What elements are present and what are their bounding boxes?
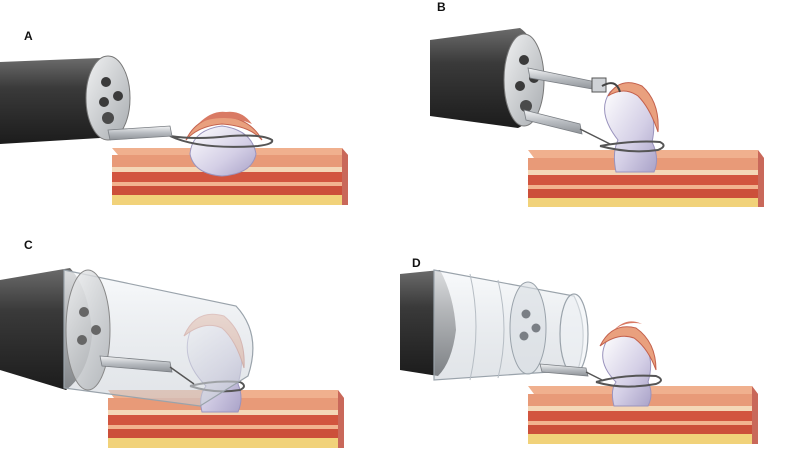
snare-loop-d (595, 374, 662, 388)
snare-catheter-d (539, 363, 603, 381)
lesion-d (599, 321, 657, 407)
panel-b (420, 12, 789, 217)
panel-label-a: A (24, 29, 33, 43)
endoscope-a (0, 55, 131, 144)
snare-catheter-b (523, 109, 611, 145)
snare-loop-b (599, 140, 665, 153)
transparent-cap-d (433, 269, 589, 381)
snare-loop-a (169, 134, 274, 148)
transparent-cap-c (63, 269, 254, 407)
panel-label-c: C (24, 238, 33, 252)
panel-a (0, 40, 360, 215)
grasper-b (527, 67, 621, 93)
snare-catheter-a (107, 125, 173, 141)
panel-label-d: D (412, 256, 421, 270)
panel-label-b: B (437, 0, 446, 14)
panel-d (390, 266, 789, 456)
snare-catheter-c (99, 355, 195, 385)
panel-c (0, 250, 360, 456)
